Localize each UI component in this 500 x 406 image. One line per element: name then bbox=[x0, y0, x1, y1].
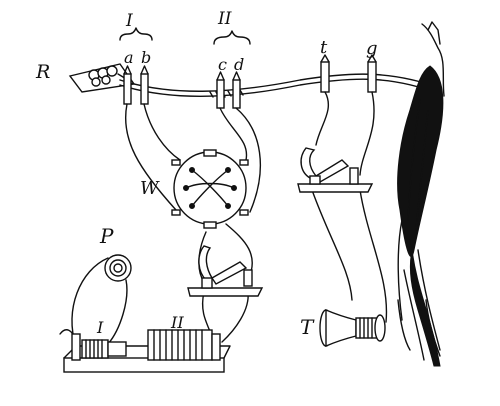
electrode-c bbox=[216, 71, 225, 109]
upper-key[interactable] bbox=[297, 147, 374, 193]
electrode-d bbox=[232, 71, 241, 109]
nerve-fibre bbox=[119, 73, 441, 98]
electrode-t bbox=[320, 54, 330, 93]
pair-two-label: II bbox=[217, 9, 232, 29]
battery-cell bbox=[104, 254, 132, 282]
telephone-receiver bbox=[319, 308, 386, 348]
lower-key[interactable] bbox=[187, 245, 264, 297]
electrode-b-label: b bbox=[141, 48, 151, 67]
induction-coil bbox=[63, 329, 231, 373]
commutator-label: W bbox=[140, 178, 160, 199]
pair-two-brace bbox=[213, 30, 251, 45]
telephone-label: T bbox=[300, 315, 315, 339]
electrode-g-label: g bbox=[366, 38, 378, 59]
commutator-w bbox=[171, 149, 249, 229]
electrode-a-label: a bbox=[124, 48, 134, 67]
electrode-a bbox=[123, 65, 132, 105]
battery-label: P bbox=[99, 224, 114, 248]
electrode-g bbox=[367, 54, 377, 93]
pair-one-brace bbox=[119, 27, 153, 41]
electrode-c-label: c bbox=[218, 55, 227, 74]
frog-muscle bbox=[397, 21, 445, 367]
electrode-d-label: d bbox=[234, 55, 244, 74]
coil-one-label: I bbox=[96, 318, 104, 337]
rheostat-label: R bbox=[35, 61, 50, 83]
coil-two-label: II bbox=[170, 313, 184, 332]
electrode-b bbox=[140, 65, 149, 105]
electrode-t-label: t bbox=[320, 37, 328, 58]
rheostat-box bbox=[68, 63, 136, 93]
pair-one-label: I bbox=[125, 11, 133, 31]
